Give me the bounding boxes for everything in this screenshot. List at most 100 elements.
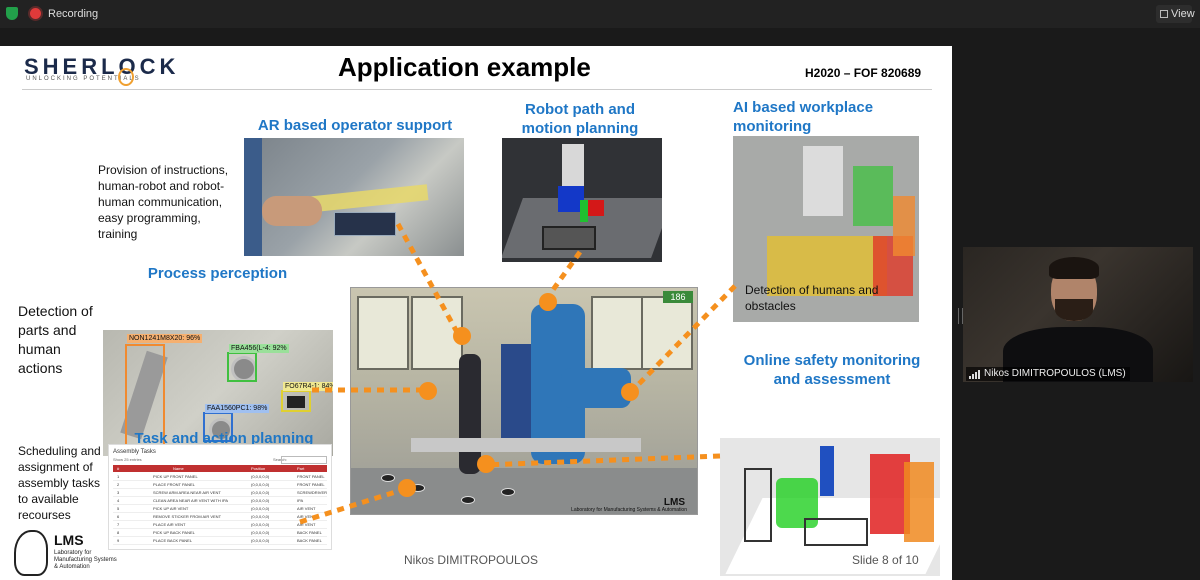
table-cell: PLACE BACK PANEL	[153, 538, 193, 543]
table-cell: FRONT PANEL	[297, 474, 325, 479]
table-cell: (0,0,0,0,0)	[251, 530, 270, 535]
lms-bust-icon	[14, 530, 48, 576]
task-desc-line: Scheduling and	[18, 444, 101, 458]
table-cell: CLEAN AREA NEAR AIR VENT WITH IPA	[153, 498, 228, 503]
process-perception-image: NON1241M8X20: 96% FBA456(L-4: 92% FO67R4…	[103, 330, 333, 456]
image-detail	[542, 226, 596, 250]
ar-description: Provision of instructions, human-robot a…	[98, 162, 243, 242]
ai-description: Detection of humans and obstacles	[745, 282, 925, 314]
table-cell: PICK UP BACK PANEL	[153, 530, 195, 535]
search-label: Search:	[273, 457, 287, 462]
task-desc-line: to available	[18, 492, 79, 506]
detection-label: NON1241M8X20: 96%	[127, 334, 203, 343]
image-detail	[411, 438, 641, 452]
table-cell: AIR VENT	[297, 514, 316, 519]
detection-label: FBA456(L-4: 92%	[229, 344, 289, 353]
footer-slide-number: Slide 8 of 10	[852, 553, 919, 567]
column-header: Name	[173, 466, 184, 471]
safety-heading-line: Online safety monitoring	[743, 352, 921, 369]
signal-bars-icon	[969, 370, 980, 379]
ai-heading-line: AI based workplace	[733, 99, 874, 116]
participant-name: Nikos DIMITROPOULOS (LMS)	[966, 367, 1130, 381]
ar-heading: AR based operator support	[257, 117, 453, 134]
panel-resize-handle[interactable]	[958, 308, 963, 324]
grid-view-icon	[1160, 10, 1168, 18]
lms-logo-name: LMS	[54, 532, 84, 548]
table-cell: (0,0,0,0,0)	[251, 490, 270, 495]
table-cell: BACK PANEL	[297, 530, 322, 535]
image-detail	[893, 196, 915, 256]
ai-heading-line: monitoring	[733, 118, 812, 135]
process-description: Detection of parts and human actions	[18, 302, 108, 378]
image-detail	[562, 144, 584, 194]
center-workcell-image: 186 LMS Laboratory for Manufacturing Sys…	[350, 287, 698, 515]
ar-desc-line: Provision of instructions,	[98, 163, 229, 177]
table-cell: AIR VENT	[297, 506, 316, 511]
sherlock-logo: SHERLOCK	[24, 54, 180, 79]
process-desc-line: Detection of	[18, 303, 93, 319]
table-cell: IPA	[297, 498, 304, 503]
lightbulb-icon	[118, 68, 134, 86]
safety-heading-line: and assessment	[773, 371, 891, 388]
detection-box	[281, 390, 311, 412]
view-label: View	[1171, 8, 1195, 20]
safety-heading: Online safety monitoring and assessment	[724, 351, 940, 389]
lms-sub-line: Laboratory for	[54, 550, 92, 556]
task-desc-line: recourses	[18, 508, 71, 522]
image-detail	[411, 484, 425, 492]
ar-desc-line: easy programming,	[98, 211, 201, 225]
image-detail	[820, 446, 834, 496]
table-cell: 8	[117, 530, 120, 535]
image-detail	[501, 344, 531, 444]
image-detail	[244, 138, 262, 256]
table-cell: SCREW ARM AREA NEAR AIR VENT	[153, 490, 221, 495]
table-cell: PLACE FRONT PANEL	[153, 482, 195, 487]
table-cell: (0,0,0,0,0)	[251, 506, 270, 511]
detection-box	[227, 352, 257, 382]
image-detail	[591, 296, 643, 370]
table-cell: (0,0,0,0,0)	[251, 538, 270, 543]
table-title: Assembly Tasks	[113, 449, 156, 455]
robot-heading-line: Robot path and	[525, 101, 635, 118]
lms-watermark-subtitle: Laboratory for Manufacturing Systems & A…	[571, 507, 687, 513]
ai-monitoring-image	[733, 136, 919, 322]
table-cell: 9	[117, 538, 120, 543]
robot-heading-line: motion planning	[521, 120, 639, 137]
process-heading: Process perception	[147, 265, 288, 282]
image-detail	[580, 200, 588, 222]
video-detail	[1049, 257, 1099, 279]
table-cell: REMOVE STICKER FROM AIR VENT	[153, 514, 222, 519]
image-detail	[803, 146, 843, 216]
participant-video-tile[interactable]: Nikos DIMITROPOULOS (LMS)	[963, 247, 1193, 382]
project-code: H2020 – FOF 820689	[805, 66, 922, 80]
counter-badge: 186	[663, 291, 693, 303]
table-cell: FRONT PANEL	[297, 482, 325, 487]
image-detail	[501, 488, 515, 496]
task-desc-line: assignment of	[18, 460, 93, 474]
image-detail	[853, 166, 893, 226]
image-detail	[461, 496, 475, 504]
task-heading: Task and action planning	[134, 430, 314, 447]
image-detail	[287, 396, 305, 408]
table-cell: AIR VENT	[297, 522, 316, 527]
image-detail	[558, 186, 584, 212]
image-detail	[641, 296, 693, 370]
table-cell: (0,0,0,0,0)	[251, 514, 270, 519]
entries-selector: Show 25 entries	[113, 457, 142, 462]
table-cell: PICK UP FRONT PANEL	[153, 474, 198, 479]
table-cell: 5	[117, 506, 120, 511]
table-cell: PICK UP AIR VENT	[153, 506, 189, 511]
lms-watermark: LMS	[663, 497, 685, 508]
security-shield-icon[interactable]	[6, 7, 18, 20]
image-detail	[561, 368, 631, 408]
table-cell: 2	[117, 482, 120, 487]
header-divider	[22, 89, 932, 90]
image-detail	[334, 212, 396, 236]
table-cell: 4	[117, 498, 120, 503]
search-input	[281, 456, 327, 464]
view-button[interactable]: View	[1156, 5, 1195, 23]
lms-sub-line: & Automation	[54, 564, 90, 570]
